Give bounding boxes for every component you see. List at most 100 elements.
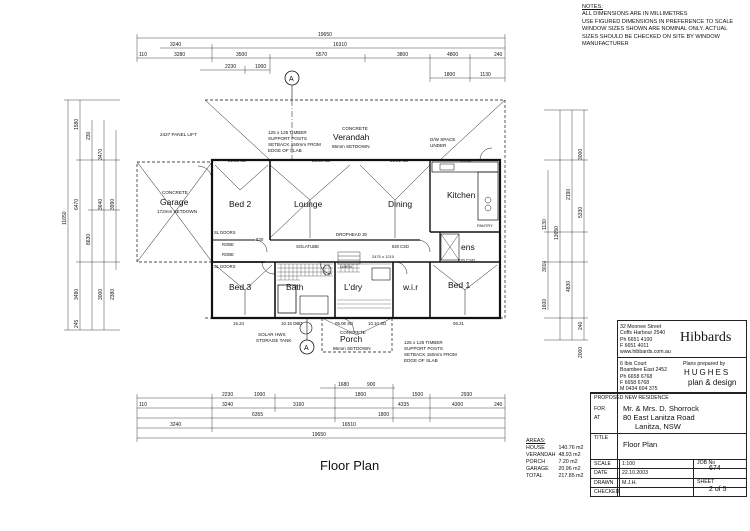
room-bed1: Bed 1 <box>448 280 470 290</box>
designer-name: HUGHES <box>684 368 731 377</box>
label-solar-hws-2: STORAGE TANK <box>256 338 292 343</box>
designer-address: 6 Ibis Court Boambee East 2452 Ph 6658 6… <box>620 361 667 392</box>
address-line-2: Lanitza, NSW <box>635 422 681 431</box>
room-linen: LINEN <box>340 264 352 269</box>
area-value: 140.76 m2 <box>558 445 584 451</box>
dim-left-4: 3640 <box>98 199 104 210</box>
label-robe-1: ROBE <box>222 242 234 247</box>
label-timber-bottom-4: EDGE OF SLAB <box>404 358 438 363</box>
dim-top-sub2-1: 1130 <box>480 72 491 78</box>
dim-top-overall: 19650 <box>318 32 332 38</box>
title-label: TITLE <box>594 435 609 441</box>
title-value: Floor Plan <box>623 440 658 449</box>
shower <box>440 233 460 261</box>
room-verandah-setdown: 86mm SETDOWN <box>332 144 370 149</box>
sheet-label: SHEET <box>697 479 715 485</box>
dim-inner-1: 21.21 SD <box>228 158 246 163</box>
drawn-value: M.J.H. <box>622 480 637 486</box>
dim-top-inner: 16310 <box>333 42 347 48</box>
company-addr-line: www.hibbards.com.au <box>620 349 671 356</box>
room-bed2: Bed 2 <box>229 199 251 209</box>
door-swing-2 <box>261 261 275 275</box>
dim-inner-6: 10.15 DBD <box>281 321 302 326</box>
cooktop <box>484 196 492 204</box>
date-value: 22.10.2003 <box>622 470 648 476</box>
dim-right-2: 5330 <box>578 207 584 218</box>
door-swing-6 <box>339 317 355 333</box>
dim-left-0: 1580 <box>74 119 80 130</box>
garage-hatch-2 <box>174 161 213 213</box>
date-label: DATE <box>594 470 608 476</box>
dim-left-2: 3470 <box>98 149 104 160</box>
room-garage-concrete: CONCRETE <box>162 190 188 195</box>
dim-inner-2: 21.30 SD <box>312 158 330 163</box>
dim-bottom-left: 3240 <box>170 422 181 428</box>
dim-top-row-2: 3500 <box>236 52 247 58</box>
drawn-label: DRAWN <box>594 480 614 486</box>
bottom-dimensions <box>136 384 506 442</box>
area-label: HOUSE <box>526 445 545 451</box>
right-dimensions <box>544 109 588 341</box>
prepared-by: Plans prepared by <box>683 361 726 367</box>
dim-inner-3: 21.21 SD <box>390 158 408 163</box>
hws-tank <box>299 321 313 335</box>
room-porch-setdown: 86mm SETDOWN <box>333 346 371 351</box>
area-label: VERANDAH <box>526 452 556 458</box>
dim-left-7: 3480 <box>74 289 80 300</box>
dim-inner-11: 2470 x 1210 <box>372 254 395 259</box>
room-lounge: Lounge <box>294 199 323 209</box>
company-addr-line: 32 Moonee Street <box>620 324 662 330</box>
dim-bottom-row-5: 240 <box>494 402 503 408</box>
label-csd-1: 820 CSD <box>392 244 409 249</box>
client-name: Mr. & Mrs. D. Shorrock <box>623 404 699 413</box>
room-porch-concrete: CONCRETE <box>340 330 366 335</box>
room-ens: ens <box>461 242 475 252</box>
job-label: JOB No <box>697 460 716 466</box>
room-bath: Bath <box>286 282 304 292</box>
room-dining: Dining <box>388 199 412 209</box>
label-dw-space-2: UNDER <box>430 143 447 148</box>
dim-inner-4: 10.24 <box>460 158 472 163</box>
dim-bottom-inner: 16510 <box>342 422 356 428</box>
dim-left-8: 3000 <box>98 289 104 300</box>
notes-line: MANUFACTURER <box>582 41 629 48</box>
sink <box>439 163 455 171</box>
section-marker-label-bottom: A <box>304 345 309 352</box>
designer-addr-line: F 6658 6768 <box>620 379 650 386</box>
label-panel-lift: 2427 PANEL LIFT <box>160 132 197 137</box>
section-marker-bottom <box>299 318 315 355</box>
dim-top-row-6: 240 <box>494 52 503 58</box>
sheet-value: 2 of 5 <box>709 486 727 493</box>
kitchen-bench <box>431 161 499 173</box>
dim-left-3: 6470 <box>74 199 80 210</box>
dim-top-row-1: 3280 <box>174 52 185 58</box>
house-outer-wall <box>210 158 502 320</box>
dim-inner-7: 06.21 <box>453 321 465 326</box>
area-label: TOTAL <box>526 473 543 479</box>
for-label: FOR <box>594 406 605 412</box>
room-ldry: L'dry <box>344 282 363 292</box>
dim-right-5: 3010 <box>542 261 548 272</box>
scale-label: SCALE <box>594 461 612 467</box>
garage-hatch-4 <box>174 211 213 263</box>
dim-inner-8: 05.06 SD <box>335 321 353 326</box>
dim-bottom-overall: 19650 <box>312 432 326 438</box>
laundry-tub <box>371 267 391 281</box>
door-swing-4 <box>394 261 408 275</box>
dim-inner-9: 10.10 SD <box>368 321 386 326</box>
company-addr-line: F 6651 4011 <box>620 342 649 349</box>
dim-bottom-sub-1: 1000 <box>254 392 265 398</box>
dim-inner-5: 15.24 <box>233 321 245 326</box>
room-garage-setdown: 172mm SETDOWN <box>157 209 197 214</box>
dim-top-row-5: 4800 <box>447 52 458 58</box>
dim-top-row-3: 5570 <box>316 52 327 58</box>
door-swing-1 <box>254 239 268 253</box>
room-verandah-concrete: CONCRETE <box>342 126 368 131</box>
dim-left-10: 245 <box>74 319 80 328</box>
section-marker-label-top: A <box>289 76 294 83</box>
designer-addr-line: 6 Ibis Court <box>620 361 647 367</box>
dim-inner-10: 820 <box>256 237 264 242</box>
